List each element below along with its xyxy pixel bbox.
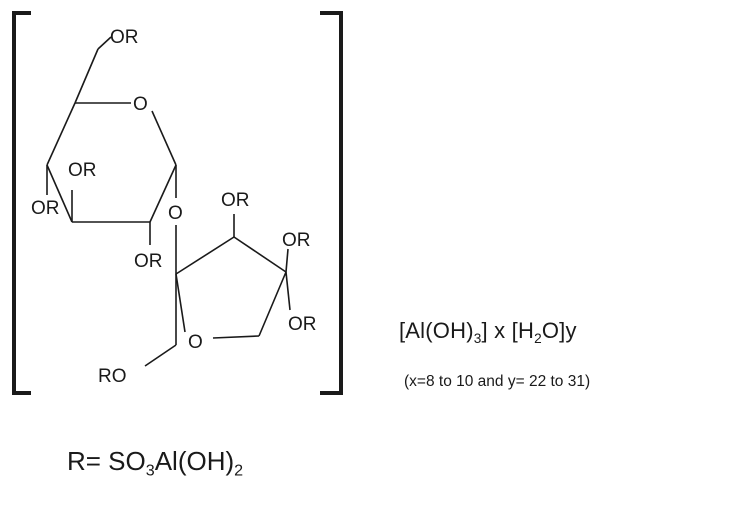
stoichiometry-range-note: (x=8 to 10 and y= 22 to 31) xyxy=(404,373,591,390)
bond-c2-c3 xyxy=(175,236,235,275)
formula-part-3: O]y xyxy=(541,318,577,343)
bond-c1-ro xyxy=(144,344,177,367)
bond-c3-c4 xyxy=(233,236,287,273)
fructose-c3-or-label: OR xyxy=(221,190,250,211)
r-group-definition: R= SO3Al(OH)2 xyxy=(67,446,244,480)
bond-c5-o xyxy=(212,335,260,339)
c6-or-label: OR xyxy=(110,27,139,48)
fructose-ring-oxygen-label: O xyxy=(188,332,203,353)
r-def-subscript-2: 2 xyxy=(234,461,244,480)
fructose-c5-or-label: OR xyxy=(288,314,317,335)
bond-c5-c4 xyxy=(46,102,76,166)
bond-c4-or-up xyxy=(285,248,289,273)
left-bracket xyxy=(12,11,31,395)
bond-c4-c5 xyxy=(258,271,287,337)
bond-c4-or-down xyxy=(285,271,291,311)
formula-subscript-2: 2 xyxy=(534,330,542,346)
c3-or-label: OR xyxy=(68,160,97,181)
bond-c2-ring-o xyxy=(175,273,186,333)
fructose-c1-ro-label: RO xyxy=(98,366,127,387)
bond-c4-c3 xyxy=(46,164,73,223)
r-def-subscript-1: 3 xyxy=(145,461,155,480)
fructose-c4-or-label: OR xyxy=(282,230,311,251)
r-def-part-1: R= SO xyxy=(67,446,146,476)
bond-o5-c1 xyxy=(151,110,177,166)
bond-c6-or xyxy=(97,36,112,50)
aluminum-hydroxide-hydrate-formula: [Al(OH)3] x [H2O]y xyxy=(399,318,577,346)
glucose-ring-oxygen-label: O xyxy=(133,94,148,115)
formula-part-2: ] x [H xyxy=(481,318,535,343)
glycosidic-oxygen-label: O xyxy=(168,203,183,224)
r-def-part-2: Al(OH) xyxy=(154,446,235,476)
formula-subscript-1: 3 xyxy=(473,330,482,346)
c2-or-label: OR xyxy=(134,251,163,272)
right-bracket xyxy=(320,11,343,395)
bond-c2-c1 xyxy=(149,164,177,223)
bond-c5-c6 xyxy=(74,48,99,104)
formula-part-1: [Al(OH) xyxy=(399,318,474,343)
fructose-ring xyxy=(144,214,291,367)
glucose-ring xyxy=(46,36,177,245)
c4-or-label: OR xyxy=(31,198,60,219)
